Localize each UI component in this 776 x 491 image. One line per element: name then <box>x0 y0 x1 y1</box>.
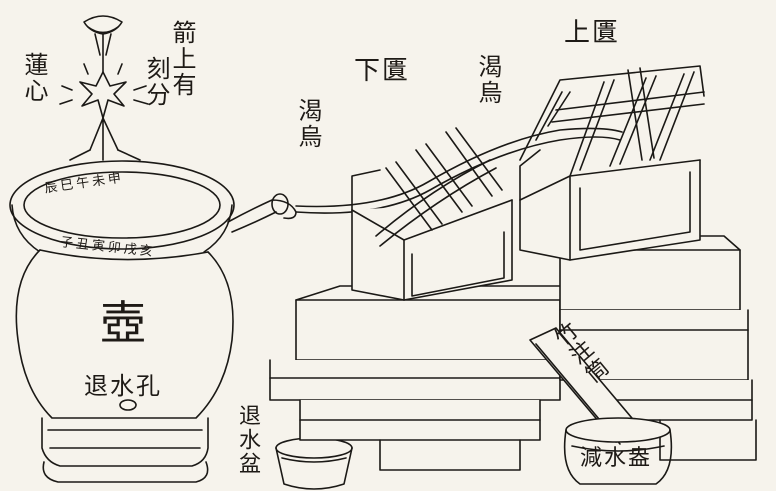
label-pot: 壺 <box>100 296 148 350</box>
label-siphon-left: 渴烏 <box>294 98 322 150</box>
pot-rim <box>9 160 235 253</box>
upper-chest-drawing <box>519 65 757 461</box>
label-overflow-basin: 退水盆 <box>235 404 260 476</box>
label-arrow-marks: 箭上有 <box>168 20 196 98</box>
lower-chest-drawing <box>269 127 601 471</box>
overflow-basin-drawing <box>275 437 353 490</box>
lotus-cup <box>83 15 123 76</box>
float-star <box>59 63 149 161</box>
label-overflow-hole: 退水孔 <box>84 372 162 400</box>
label-reducing-basin: 減水盎 <box>580 446 653 471</box>
label-arrow-marks-2: 刻分 <box>142 56 170 108</box>
label-upper-chest: 上匱 <box>564 18 621 48</box>
pot-body <box>15 249 234 483</box>
label-lower-chest: 下匱 <box>354 56 411 86</box>
label-lotus-heart: 蓮心 <box>20 52 48 104</box>
label-siphon-right: 渴烏 <box>474 54 502 106</box>
reducing-basin-drawing <box>563 417 673 485</box>
